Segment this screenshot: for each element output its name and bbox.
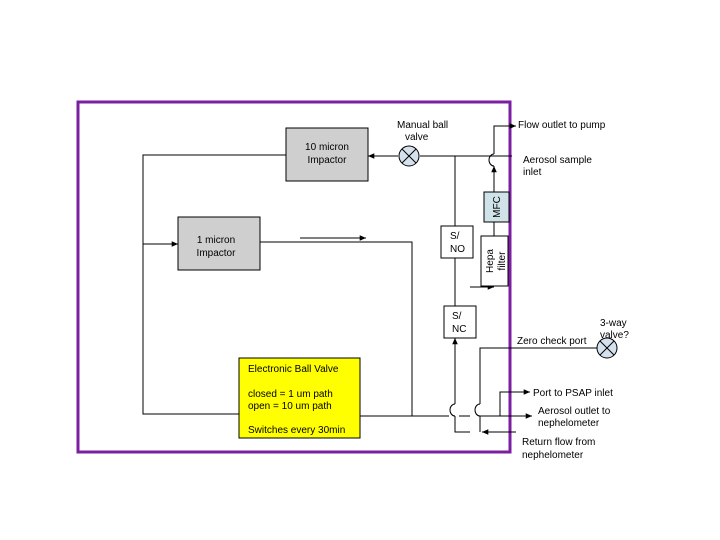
- mfc-label: MFC: [492, 196, 503, 218]
- impactor-1-outlet: [260, 241, 413, 416]
- note-open: open = 10 um path: [248, 401, 332, 412]
- impactor-1-micron: 1 micron Impactor: [177, 216, 261, 271]
- sno-valve[interactable]: S/ NO: [440, 225, 474, 259]
- three-way-valve[interactable]: [596, 337, 618, 359]
- zero-check-label: Zero check port: [517, 336, 587, 347]
- aerosol-inlet-label-1: Aerosol sample: [523, 155, 592, 166]
- impactor-10-line-1: 10 micron: [305, 142, 349, 153]
- impactor-1-line-2: Impactor: [197, 248, 237, 259]
- pump-outlet-line: [493, 123, 516, 154]
- neph-outlet-label-2: nephelometer: [538, 418, 600, 429]
- enclosure-frame: [76, 100, 512, 454]
- crossover-left: [449, 403, 456, 417]
- return-line: [454, 416, 460, 433]
- three-way-label-2: valve?: [600, 330, 629, 341]
- snc-line-2: NC: [452, 324, 466, 335]
- neph-outlet-label-1: Aerosol outlet to: [538, 406, 611, 417]
- hepa-line-2: filter: [497, 251, 508, 271]
- flow-lines: [142, 123, 597, 435]
- impactor-10-line-2: Impactor: [308, 155, 348, 166]
- manual-valve-label-1: Manual ball: [397, 120, 448, 131]
- impactor-1-line-1: 1 micron: [197, 235, 235, 246]
- hepa-filter: Hepa filter: [480, 235, 509, 287]
- return-flow-label-2: nephelometer: [522, 450, 584, 461]
- labels: Manual ball valve Flow outlet to pump Ae…: [397, 120, 629, 461]
- impactor-10-micron: 10 micron Impactor: [285, 127, 369, 182]
- crossover-right: [474, 403, 481, 417]
- note-title: Electronic Ball Valve: [248, 364, 339, 375]
- note-closed: closed = 1 um path: [248, 389, 333, 400]
- manual-ball-valve[interactable]: [398, 145, 420, 167]
- psap-label: Port to PSAP inlet: [533, 388, 613, 399]
- crossover-top: [488, 153, 495, 167]
- aerosol-inlet-label-2: inlet: [523, 167, 542, 178]
- note-switch: Switches every 30min: [248, 425, 345, 436]
- impactor-10-bypass: [142, 154, 286, 415]
- three-way-label-1: 3-way: [600, 318, 627, 329]
- flow-outlet-label: Flow outlet to pump: [518, 120, 606, 131]
- sno-line-1: S/: [450, 231, 460, 242]
- zero-check-line: [479, 347, 597, 404]
- electronic-ball-valve-note: Electronic Ball Valve closed = 1 um path…: [238, 357, 361, 439]
- return-flow-label-1: Return flow from: [522, 437, 595, 448]
- snc-valve[interactable]: S/ NC: [443, 305, 477, 339]
- hepa-line-1: Hepa: [485, 249, 496, 273]
- sno-line-2: NO: [450, 244, 465, 255]
- mass-flow-controller: MFC: [483, 191, 510, 223]
- manual-valve-label-2: valve: [405, 132, 429, 143]
- snc-line-1: S/: [452, 311, 462, 322]
- psap-line: [499, 389, 530, 416]
